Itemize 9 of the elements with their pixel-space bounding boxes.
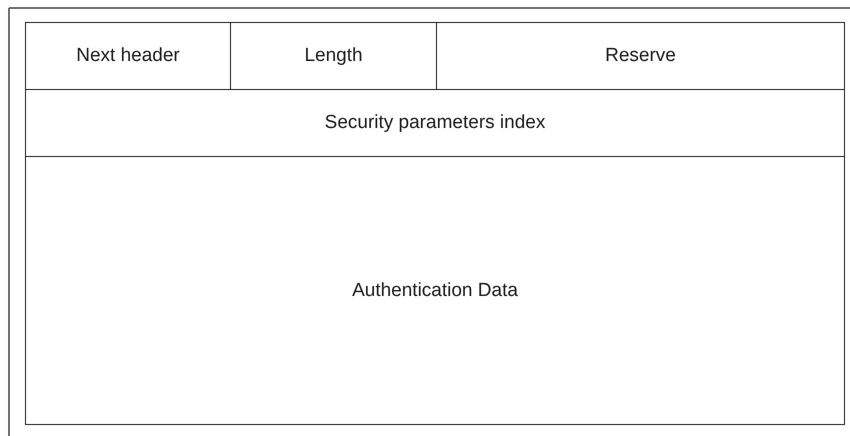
header-field: [25, 22, 231, 90]
field-label: Next header: [76, 45, 180, 67]
field-label: Reserve: [605, 45, 676, 67]
header-field: [25, 89, 845, 157]
field-label: Length: [304, 45, 363, 67]
field-label: Security parameters index: [324, 112, 546, 134]
header-field: [25, 156, 845, 425]
header-field: [436, 22, 845, 90]
field-label: Authentication Data: [352, 280, 518, 302]
